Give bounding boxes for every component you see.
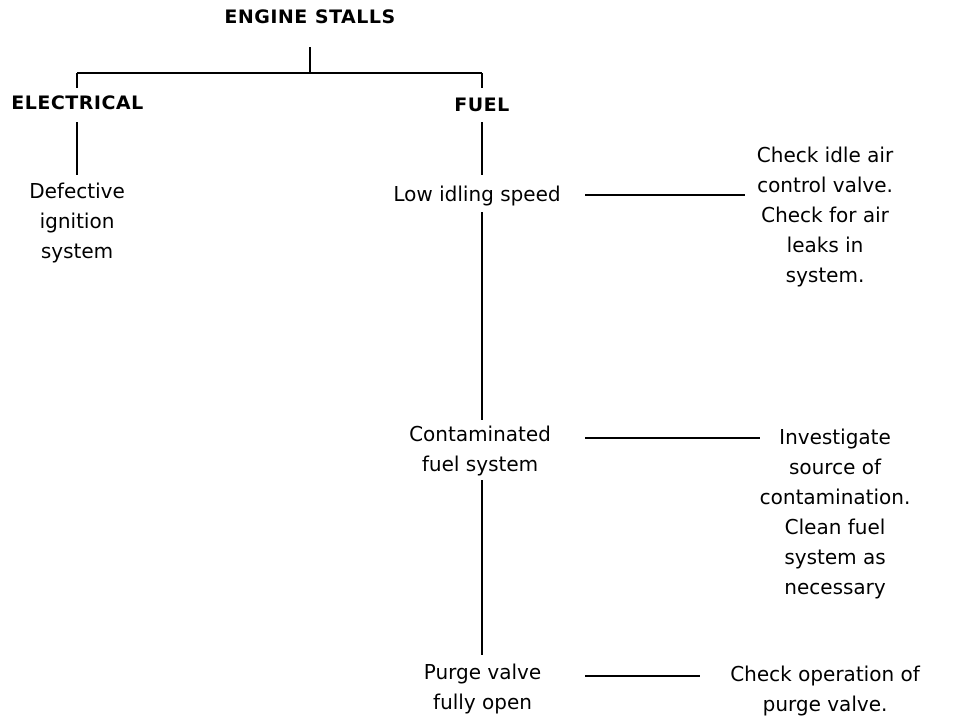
fuel-cause-low-idle: Low idling speed bbox=[393, 182, 561, 206]
electrical-header: ELECTRICAL bbox=[11, 92, 144, 114]
remedy-low-idle: Check idle air control valve. Check for … bbox=[756, 143, 894, 287]
remedy-contaminated: Investigate source of contamination. Cle… bbox=[759, 425, 911, 599]
fuel-cause-purge-valve: Purge valve fully open bbox=[423, 660, 542, 714]
fuel-header: FUEL bbox=[454, 94, 510, 116]
electrical-cause: Defective ignition system bbox=[29, 179, 125, 263]
fuel-cause-contaminated: Contaminated fuel system bbox=[409, 422, 551, 476]
remedy-purge-valve: Check operation of purge valve. bbox=[730, 662, 920, 716]
diagram-title: ENGINE STALLS bbox=[224, 6, 396, 28]
